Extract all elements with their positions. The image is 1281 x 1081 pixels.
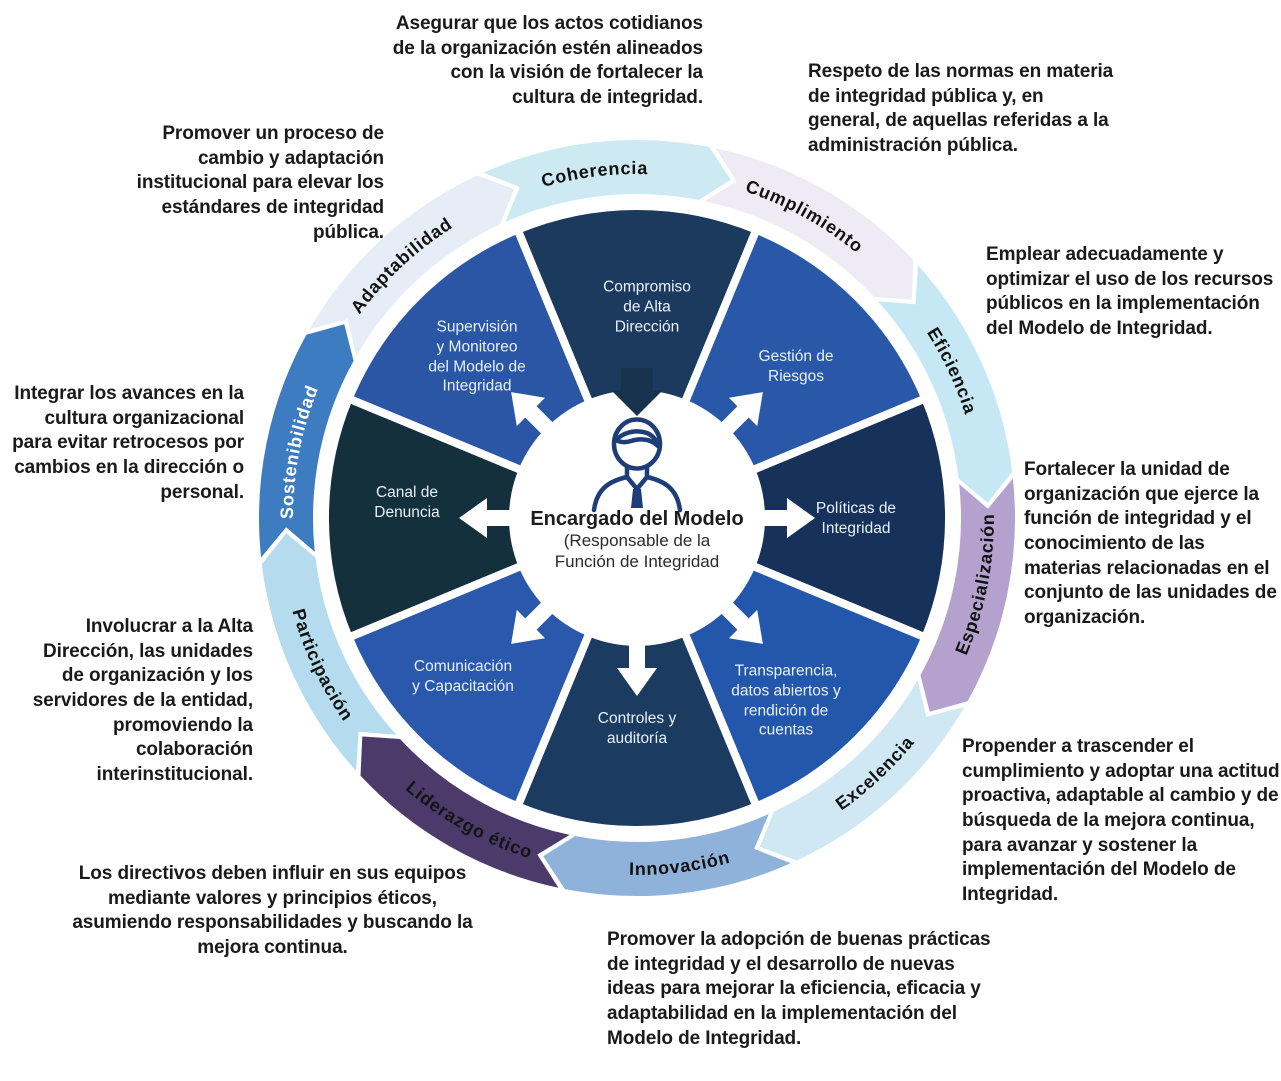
outward-arrow-315 bbox=[511, 392, 561, 442]
cumplimiento-description: Respeto de las normas en materia de inte… bbox=[808, 61, 1114, 157]
outward-arrow-45 bbox=[713, 392, 763, 442]
ring-segment-sostenibilidad bbox=[259, 324, 354, 558]
outward-arrow-135 bbox=[713, 594, 763, 644]
coherencia-description: Asegurar que los actos cotidianos de la … bbox=[392, 13, 703, 109]
ring-segment-excelencia bbox=[759, 680, 965, 861]
outward-arrow-270 bbox=[459, 498, 521, 538]
center-hub-circle bbox=[509, 390, 765, 646]
especializacion-description: Fortalecer la unidad de organización que… bbox=[1024, 459, 1277, 629]
sostenibilidad-description: Integrar los avances en la cultura organ… bbox=[12, 383, 244, 503]
inward-arrow-top bbox=[611, 368, 663, 416]
ring-segment-cumplimiento bbox=[704, 148, 914, 300]
eficiencia-description: Emplear adecuadamente y optimizar el uso… bbox=[986, 244, 1274, 340]
ring-segment-eficiencia bbox=[877, 265, 1013, 503]
person-icon bbox=[591, 417, 683, 513]
ring-segment-adaptabilidad bbox=[309, 175, 515, 356]
outward-arrow-180 bbox=[617, 634, 657, 696]
excelencia-description: Propender a trascender el cumplimiento y… bbox=[962, 736, 1280, 906]
ring-segment-innovacion bbox=[543, 814, 791, 897]
outward-arrow-225 bbox=[511, 594, 561, 644]
ring-segment-liderazgo-etico bbox=[360, 736, 570, 888]
outward-arrow-90 bbox=[753, 498, 815, 538]
ring-segment-participacion bbox=[261, 533, 397, 771]
adaptabilidad-description: Promover un proceso de cambio y adaptaci… bbox=[136, 123, 384, 243]
wedge-compromiso bbox=[513, 202, 761, 522]
ring-segment-especializacion bbox=[920, 478, 1015, 712]
liderazgo-etico-description: Los directivos deben influir en sus equi… bbox=[72, 863, 473, 959]
ring-segment-coherencia bbox=[483, 139, 731, 222]
participacion-description: Involucrar a la Alta Dirección, las unid… bbox=[32, 616, 253, 786]
innovacion-description: Promover la adopción de buenas prácticas… bbox=[607, 929, 991, 1049]
